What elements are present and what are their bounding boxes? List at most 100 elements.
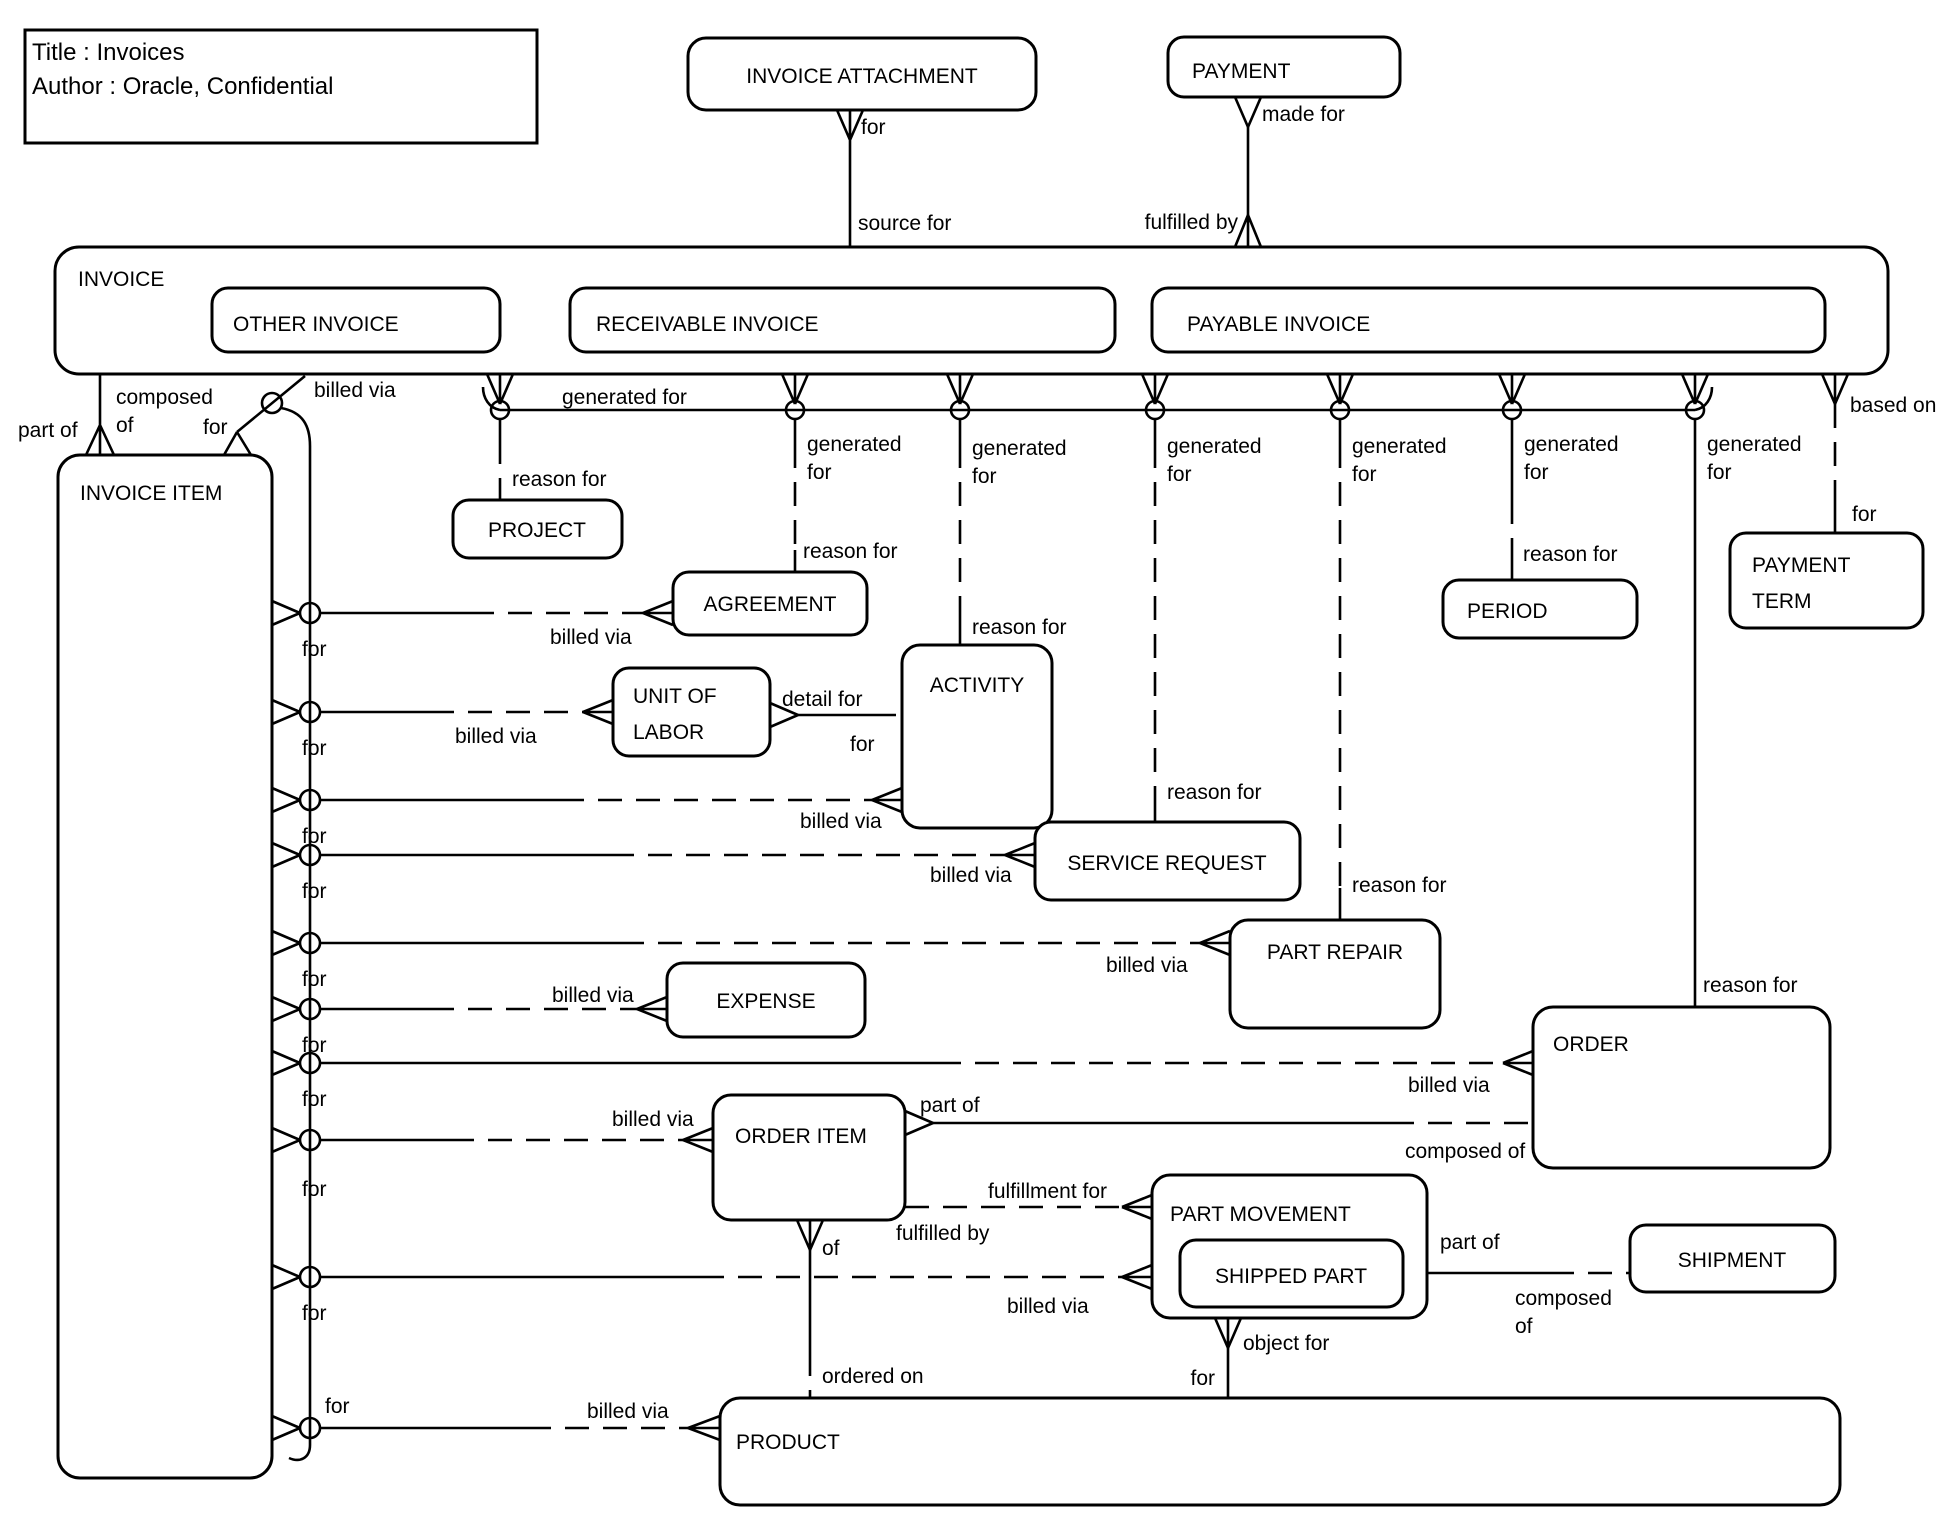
crowfoot-uol	[769, 701, 799, 729]
rel-invoice-period: generated for reason for	[1497, 373, 1619, 580]
arc-circle	[298, 1265, 322, 1289]
entity-shipment[interactable]	[1628, 1223, 1837, 1294]
crowfoot-item	[271, 786, 301, 814]
entity-expense[interactable]	[665, 961, 867, 1039]
entity-order[interactable]	[1531, 1005, 1832, 1170]
entity-payment-label: PAYMENT	[1192, 60, 1291, 83]
rel-shipped-part-product: object for for	[1190, 1317, 1329, 1398]
rel-label: billed via	[314, 379, 396, 402]
rel-label: generated	[972, 437, 1067, 460]
entity-invoice-item[interactable]	[56, 453, 274, 1480]
rel-label: generated for	[562, 386, 687, 409]
arc-circle	[298, 997, 322, 1021]
rel-label: for	[807, 461, 832, 484]
entity-service-request-label: SERVICE REQUEST	[1067, 852, 1266, 875]
rel-label: reason for	[1703, 974, 1798, 997]
rel-label: for	[203, 416, 228, 439]
entity-invoice-attachment[interactable]	[686, 36, 1038, 112]
rel-label: for	[302, 1302, 327, 1325]
rel-label: billed via	[455, 725, 537, 748]
rel-invoice-item-order: for billed via	[271, 1049, 1534, 1111]
rel-label: detail for	[782, 688, 863, 711]
arc-circle	[1329, 399, 1351, 421]
crowfoot	[1325, 373, 1355, 405]
entity-payable-invoice[interactable]	[1150, 286, 1827, 354]
entity-unit-of-labor[interactable]	[611, 666, 772, 758]
rel-payment-invoice: made for fulfilled by	[1145, 96, 1345, 248]
rel-label: billed via	[1408, 1074, 1490, 1097]
entity-unit-of-labor-label2: LABOR	[633, 721, 704, 744]
rel-invoice-item-shipped-part: for billed via	[271, 1263, 1153, 1325]
rel-label: billed via	[587, 1400, 669, 1423]
entity-payment[interactable]	[1166, 35, 1402, 99]
arc-circle	[298, 1051, 322, 1075]
entity-shipped-part[interactable]	[1178, 1238, 1405, 1309]
rel-label: fulfilled by	[1145, 211, 1239, 234]
entity-order-item[interactable]	[711, 1093, 907, 1222]
rel-label: part of	[1440, 1231, 1500, 1254]
entity-period-label: PERIOD	[1467, 600, 1548, 623]
rel-label: billed via	[1007, 1295, 1089, 1318]
crowfoot-target	[1121, 1263, 1153, 1291]
crowfoot-order-item	[904, 1109, 934, 1137]
entity-invoice-item-label: INVOICE ITEM	[80, 482, 222, 505]
entity-period[interactable]	[1441, 578, 1639, 640]
arc-circle	[489, 399, 511, 421]
rel-label: of	[116, 414, 134, 437]
entity-service-request[interactable]	[1033, 820, 1302, 902]
rel-invoice-item-invoice-billed-via: billed via for	[203, 374, 396, 456]
rel-label: composed	[116, 386, 213, 409]
arc-circle	[260, 391, 284, 415]
rel-label: generated	[1352, 435, 1447, 458]
arc-circle	[1501, 399, 1523, 421]
rel-label: generated	[1707, 433, 1802, 456]
entity-order-label: ORDER	[1553, 1033, 1629, 1056]
rel-label: for	[1524, 461, 1549, 484]
entity-part-repair-label: PART REPAIR	[1267, 941, 1403, 964]
rel-invoice-activity: generated for reason for	[945, 373, 1067, 645]
rel-label: based on	[1850, 394, 1936, 417]
rel-label: for	[861, 116, 886, 139]
rel-label: reason for	[972, 616, 1067, 639]
entity-payment-term-label: PAYMENT	[1752, 554, 1851, 577]
rel-label: for	[302, 880, 327, 903]
entity-receivable-invoice[interactable]	[568, 286, 1117, 354]
entity-product[interactable]	[718, 1396, 1842, 1507]
entity-payment-term[interactable]	[1728, 531, 1925, 630]
entity-project[interactable]	[451, 498, 624, 560]
entity-agreement-label: AGREEMENT	[703, 593, 836, 616]
arc-circle	[949, 399, 971, 421]
crowfoot-target	[682, 1126, 714, 1154]
crowfoot	[945, 373, 975, 405]
crowfoot-order-item	[795, 1219, 825, 1251]
entity-product-label: PRODUCT	[736, 1431, 840, 1454]
rel-label: ordered on	[822, 1365, 924, 1388]
entity-other-invoice[interactable]	[210, 286, 502, 354]
rel-label: generated	[1524, 433, 1619, 456]
crowfoot-target	[871, 786, 903, 814]
crowfoot	[1497, 373, 1527, 405]
rel-label: object for	[1243, 1332, 1329, 1355]
crowfoot-item	[271, 995, 301, 1023]
rel-invoice-item-unit-of-labor: for billed via	[271, 698, 614, 760]
rel-invoice-item-agreement: for billed via	[271, 599, 674, 661]
entity-project-label: PROJECT	[488, 519, 586, 542]
entity-invoice-attachment-label: INVOICE ATTACHMENT	[746, 65, 978, 88]
arc-circle	[298, 601, 322, 625]
entity-part-repair[interactable]	[1228, 918, 1442, 1030]
arc-bus-vertical	[280, 406, 312, 1445]
rel-label: generated	[1167, 435, 1262, 458]
arc-circle	[298, 931, 322, 955]
crowfoot	[1820, 373, 1850, 405]
entity-activity-label: ACTIVITY	[930, 674, 1025, 697]
rel-invoice-item-product: for billed via	[271, 1395, 721, 1442]
rel-label: reason for	[1523, 543, 1618, 566]
title-block: Title : Invoices Author : Oracle, Confid…	[23, 28, 539, 145]
arc-circle	[298, 1128, 322, 1152]
entity-activity[interactable]	[900, 643, 1054, 830]
rel-label: for	[302, 825, 327, 848]
entity-expense-label: EXPENSE	[716, 990, 815, 1013]
crowfoot	[1140, 373, 1170, 405]
entity-other-invoice-label: OTHER INVOICE	[233, 313, 399, 336]
entity-agreement[interactable]	[671, 570, 869, 637]
